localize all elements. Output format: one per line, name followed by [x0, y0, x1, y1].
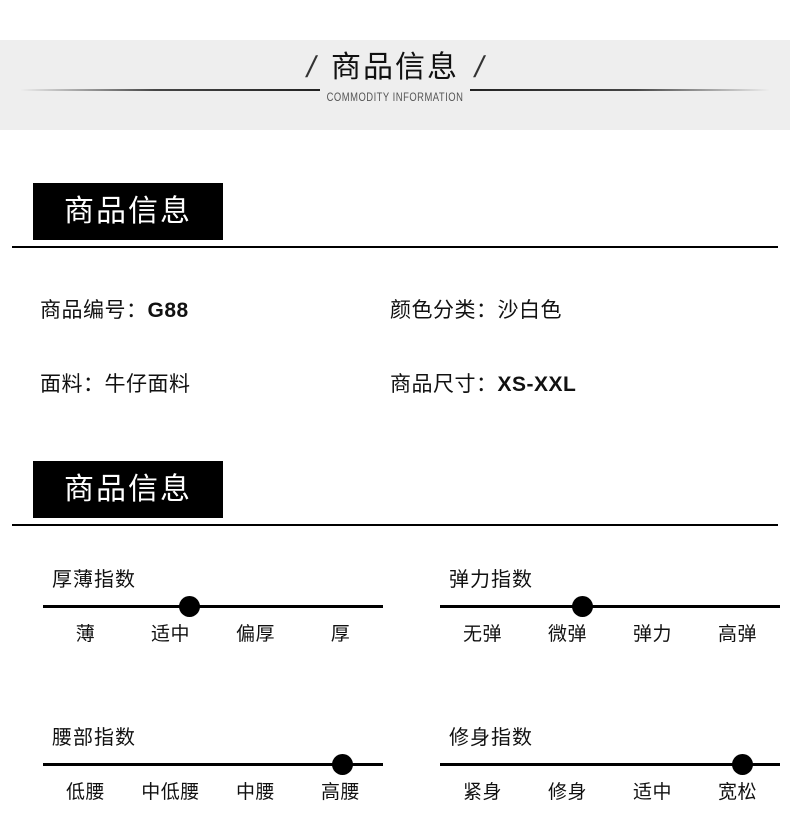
- slider-elasticity-title: 弹力指数: [449, 569, 533, 591]
- section-badge-product-info-1: 商品信息: [33, 183, 223, 240]
- slider-fit-title: 修身指数: [449, 727, 533, 749]
- slider-fit-track[interactable]: [440, 754, 780, 775]
- slider-waist-option-2[interactable]: 中腰: [235, 782, 275, 803]
- slider-thickness-handle[interactable]: [178, 596, 200, 617]
- slider-thickness-option-3[interactable]: 厚: [330, 624, 351, 645]
- slider-elasticity-option-3[interactable]: 高弹: [717, 624, 757, 645]
- spec-product-code-label: 商品编号：: [40, 299, 148, 322]
- slider-fit-labels: 紧身 修身 适中 宽松: [440, 777, 780, 804]
- slider-elasticity-handle[interactable]: [572, 596, 594, 617]
- slider-waist: 腰部指数 低腰 中低腰 中腰 高腰: [40, 721, 385, 821]
- section-divider-2: [12, 524, 778, 526]
- slider-thickness-option-0[interactable]: 薄: [75, 624, 96, 645]
- slider-thickness-title: 厚薄指数: [52, 569, 136, 591]
- banner-rule-right: [470, 89, 770, 91]
- slider-thickness-option-1[interactable]: 适中: [150, 624, 190, 645]
- spec-color-value: 沙白色: [497, 299, 562, 322]
- spec-product-code-value: G88: [147, 299, 189, 322]
- spec-size-value: XS-XXL: [497, 373, 577, 396]
- slider-waist-option-1[interactable]: 中低腰: [141, 782, 200, 803]
- slider-waist-title: 腰部指数: [52, 727, 136, 749]
- slider-elasticity-labels: 无弹 微弹 弹力 高弹: [440, 619, 780, 646]
- slider-thickness-track[interactable]: [43, 596, 383, 617]
- slider-elasticity-option-1[interactable]: 微弹: [547, 624, 587, 645]
- spec-size-label: 商品尺寸：: [390, 373, 498, 396]
- slider-fit-option-2[interactable]: 适中: [632, 782, 672, 803]
- slider-waist-option-3[interactable]: 高腰: [320, 782, 360, 803]
- banner-title: 商品信息: [325, 48, 465, 88]
- spec-fabric-label: 面料：: [40, 373, 105, 396]
- slider-fit-handle[interactable]: [732, 754, 754, 775]
- page-banner: /商品信息/ COMMODITY INFORMATION: [0, 40, 790, 130]
- section-divider-1: [12, 246, 778, 248]
- slider-elasticity-track[interactable]: [440, 596, 780, 617]
- banner-slash-left-icon: /: [303, 51, 319, 84]
- slider-waist-track[interactable]: [43, 754, 383, 775]
- spec-fabric: 面料：牛仔面料: [40, 368, 191, 398]
- banner-subtitle: COMMODITY INFORMATION: [326, 92, 464, 104]
- slider-waist-handle[interactable]: [331, 754, 353, 775]
- spec-color: 颜色分类：沙白色: [390, 294, 562, 324]
- slider-elasticity-option-2[interactable]: 弹力: [632, 624, 672, 645]
- slider-elasticity: 弹力指数 无弹 微弹 弹力 高弹: [437, 563, 782, 663]
- slider-thickness-labels: 薄 适中 偏厚 厚: [43, 619, 383, 646]
- slider-waist-option-0[interactable]: 低腰: [65, 782, 105, 803]
- banner-rule-left: [20, 89, 320, 91]
- spec-size: 商品尺寸：XS-XXL: [390, 368, 576, 398]
- slider-fit-option-1[interactable]: 修身: [547, 782, 587, 803]
- slider-elasticity-option-0[interactable]: 无弹: [462, 624, 502, 645]
- spec-product-code: 商品编号：G88: [40, 294, 189, 324]
- slider-waist-labels: 低腰 中低腰 中腰 高腰: [43, 777, 383, 804]
- banner-title-wrap: /商品信息/: [0, 48, 790, 88]
- banner-inner: /商品信息/ COMMODITY INFORMATION: [0, 40, 790, 130]
- slider-thickness: 厚薄指数 薄 适中 偏厚 厚: [40, 563, 385, 663]
- banner-slash-right-icon: /: [471, 51, 487, 84]
- spec-color-label: 颜色分类：: [390, 299, 498, 322]
- slider-fit: 修身指数 紧身 修身 适中 宽松: [437, 721, 782, 821]
- section-badge-product-info-2: 商品信息: [33, 461, 223, 518]
- slider-fit-option-0[interactable]: 紧身: [462, 782, 502, 803]
- slider-fit-option-3[interactable]: 宽松: [717, 782, 757, 803]
- spec-fabric-value: 牛仔面料: [104, 373, 191, 396]
- slider-thickness-option-2[interactable]: 偏厚: [235, 624, 275, 645]
